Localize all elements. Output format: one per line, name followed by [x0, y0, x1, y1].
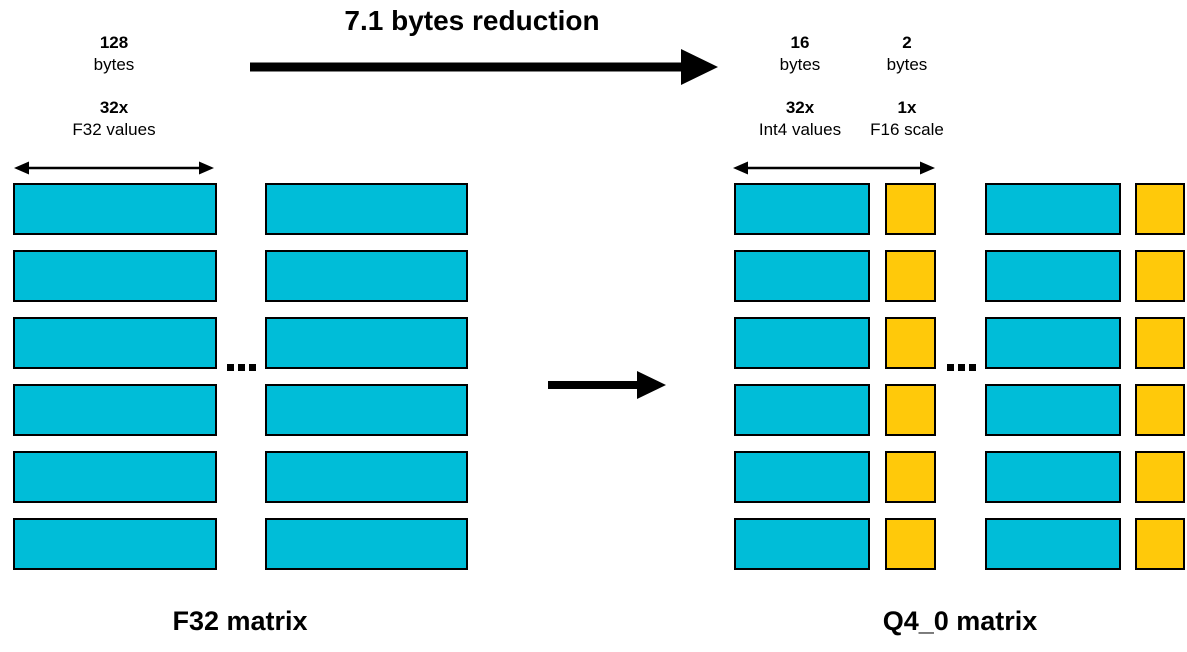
scale-block	[885, 250, 936, 302]
value-block	[734, 250, 870, 302]
value-block	[985, 317, 1121, 369]
value-block	[985, 451, 1121, 503]
value-block	[265, 384, 468, 436]
q4-matrix-scales-column-2	[1135, 183, 1185, 570]
left-span-arrow-icon	[14, 161, 214, 175]
left-ellipsis-icon	[227, 364, 256, 371]
scale-block	[885, 183, 936, 235]
f32-matrix-column-2	[265, 183, 468, 570]
right-scale-bytes-unit: bytes	[886, 55, 928, 74]
value-block	[734, 518, 870, 570]
right-data-bytes-unit: bytes	[779, 55, 821, 74]
value-block	[13, 384, 217, 436]
quantize-arrow-icon	[548, 371, 666, 399]
left-bytes-label: 128 bytes	[14, 32, 214, 76]
value-block	[985, 518, 1121, 570]
scale-block	[1135, 384, 1185, 436]
right-scale-bytes-value: 2	[902, 33, 912, 52]
scale-block	[1135, 250, 1185, 302]
reduction-arrow-icon	[250, 49, 718, 85]
scale-block	[1135, 183, 1185, 235]
value-block	[734, 183, 870, 235]
scale-block	[885, 518, 936, 570]
q4-matrix-label: Q4_0 matrix	[882, 606, 1038, 636]
q4-matrix-scales-column-1	[885, 183, 936, 570]
scale-block	[1135, 518, 1185, 570]
value-block	[13, 183, 217, 235]
f32-matrix-column-1	[13, 183, 217, 570]
value-block	[265, 250, 468, 302]
value-block	[985, 384, 1121, 436]
value-block	[734, 451, 870, 503]
value-block	[265, 317, 468, 369]
left-bytes-unit: bytes	[93, 55, 135, 74]
value-block	[265, 183, 468, 235]
value-block	[13, 518, 217, 570]
value-block	[265, 451, 468, 503]
right-scale-values-count: 1x	[897, 98, 917, 117]
right-data-values-count: 32x	[785, 98, 815, 117]
left-values-desc: F32 values	[72, 120, 156, 139]
left-values-label: 32x F32 values	[14, 97, 214, 141]
reduction-title: 7.1 bytes reduction	[344, 5, 600, 36]
right-span-arrow-icon	[733, 161, 935, 175]
value-block	[985, 250, 1121, 302]
left-values-count: 32x	[99, 98, 129, 117]
right-scale-values-label: 1x F16 scale	[807, 97, 1007, 141]
value-block	[734, 384, 870, 436]
value-block	[985, 183, 1121, 235]
scale-block	[885, 384, 936, 436]
scale-block	[885, 317, 936, 369]
value-block	[265, 518, 468, 570]
value-block	[13, 250, 217, 302]
q4-matrix-values-column-1	[734, 183, 870, 570]
right-data-values-label: 32x Int4 values	[700, 97, 900, 141]
right-data-values-desc: Int4 values	[758, 120, 842, 139]
value-block	[13, 317, 217, 369]
right-scale-bytes-label: 2 bytes	[807, 32, 1007, 76]
right-data-bytes-value: 16	[790, 33, 810, 52]
right-ellipsis-icon	[947, 364, 976, 371]
scale-block	[1135, 317, 1185, 369]
value-block	[13, 451, 217, 503]
right-data-bytes-label: 16 bytes	[700, 32, 900, 76]
scale-block	[885, 451, 936, 503]
scale-block	[1135, 451, 1185, 503]
q4-matrix-values-column-2	[985, 183, 1121, 570]
right-scale-values-desc: F16 scale	[870, 120, 944, 139]
value-block	[734, 317, 870, 369]
left-bytes-value: 128	[99, 33, 129, 52]
f32-matrix-label: F32 matrix	[172, 606, 308, 636]
